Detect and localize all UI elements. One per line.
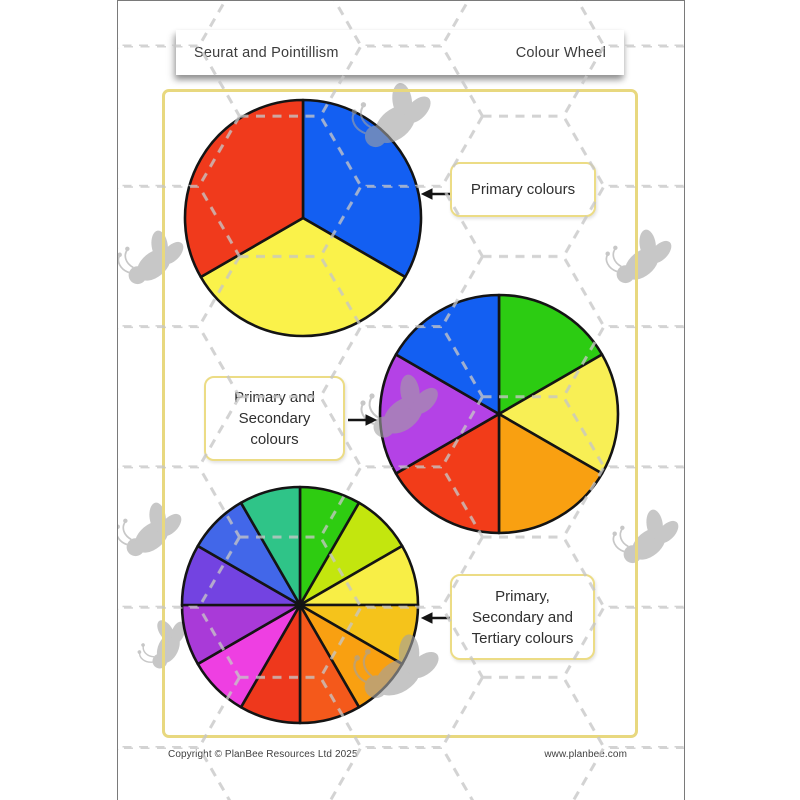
page-subtitle: Colour Wheel: [515, 44, 606, 61]
worksheet-page: Seurat and Pointillism Colour Wheel Prim…: [117, 0, 685, 800]
callout-text: Secondary and: [472, 608, 573, 626]
callout-primary-secondary-tertiary-colours: Primary, Secondary and Tertiary colours: [450, 574, 595, 660]
callout-primary-colours: Primary colours: [450, 162, 596, 217]
website-text: www.planbee.com: [544, 749, 627, 760]
callout-text: Tertiary colours: [471, 629, 574, 647]
callout-text: colours: [250, 431, 299, 448]
callout-text: Primary,: [495, 587, 550, 605]
copyright-text: Copyright © PlanBee Resources Ltd 2025: [168, 749, 358, 760]
header-bar: Seurat and Pointillism Colour Wheel: [176, 30, 624, 75]
callout-text: Secondary: [238, 410, 311, 427]
page-title: Seurat and Pointillism: [194, 44, 339, 61]
callout-primary-secondary-colours: Primary and Secondary colours: [204, 376, 345, 461]
callout-text: Primary colours: [470, 181, 576, 198]
callout-text: Primary and: [234, 389, 315, 406]
